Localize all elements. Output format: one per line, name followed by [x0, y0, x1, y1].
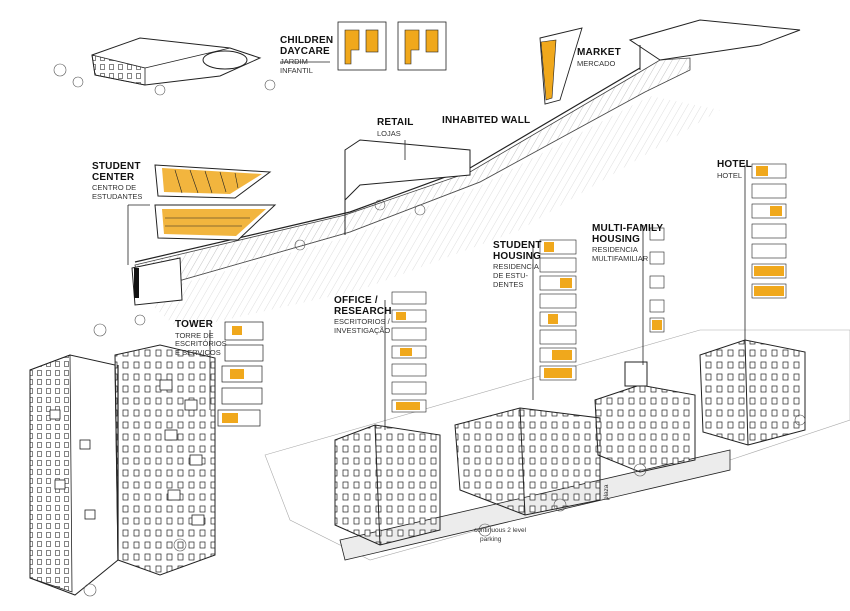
label-student-housing: STUDENT HOUSING RESIDENCIA DE ESTU- DENT… [493, 240, 542, 289]
student-housing-sub-2: DE ESTU- [493, 270, 529, 280]
daycare-building-drawing [91, 37, 262, 86]
daycare-plans [337, 21, 447, 71]
lower-buildings-drawing [264, 329, 850, 561]
multi-family-title-2: HOUSING [592, 233, 641, 245]
student-center-sub-1: CENTRO DE [92, 183, 137, 192]
leader-lines [127, 61, 746, 430]
student-housing-title-1: STUDENT [493, 240, 542, 251]
note-plaza: plaza [603, 484, 610, 500]
multi-family-sub-2: MULTIFAMILIAR [592, 253, 649, 263]
student-center-title-2: CENTER [92, 171, 135, 183]
tower-sub-3: E SERVIÇOS [175, 348, 221, 358]
label-student-center: STUDENT CENTER CENTRO DE ESTUDANTES [92, 161, 143, 201]
multi-family-sub-1: RESIDENCIA [592, 245, 638, 254]
daycare-sub-2: INFANTIL [280, 65, 313, 75]
student-center-title-1: STUDENT [92, 161, 141, 172]
hotel-title: HOTEL [717, 159, 752, 170]
label-office-research: OFFICE / RESEARCH ESCRITORIOS / INVESTIG… [334, 295, 392, 335]
note-parking-2: parking [480, 536, 502, 543]
office-plans [391, 291, 427, 413]
student-center-sub-2: ESTUDANTES [92, 191, 143, 201]
tower-drawing [29, 344, 216, 596]
label-children-daycare: CHILDREN DAYCARE JARDIM INFANTIL [280, 35, 334, 75]
office-sub-2: INVESTIGAÇÃO [334, 325, 391, 335]
market-sub: MERCADO [577, 58, 616, 68]
label-tower: TOWER TORRE DE ESCRITÓRIOS E SERVIÇOS [175, 319, 227, 358]
daycare-title-1: CHILDREN [280, 35, 334, 46]
tower-sub-2: ESCRITÓRIOS [175, 339, 227, 349]
hotel-plans [751, 163, 787, 299]
office-title-1: OFFICE / [334, 295, 378, 306]
trees [53, 63, 806, 597]
inhabited-wall-title: INHABITED WALL [442, 115, 531, 126]
inhabited-wall-drawing [131, 19, 801, 330]
label-multi-family: MULTI-FAMILY HOUSING RESIDENCIA MULTIFAM… [592, 223, 664, 263]
student-housing-sub-1: RESIDENCIA [493, 262, 539, 271]
tower-title: TOWER [175, 319, 214, 330]
tower-sub-1: TORRE DE [175, 330, 214, 340]
label-hotel: HOTEL HOTEL [717, 159, 752, 180]
label-retail: RETAIL LOJAS [377, 117, 414, 138]
market-plan [539, 27, 583, 105]
student-housing-sub-3: DENTES [493, 279, 524, 289]
student-center-plans [154, 164, 277, 241]
daycare-sub-1: JARDIM [280, 57, 308, 66]
office-title-2: RESEARCH [334, 305, 392, 317]
hotel-sub: HOTEL [717, 170, 743, 180]
retail-title: RETAIL [377, 117, 414, 128]
daycare-title-2: DAYCARE [280, 45, 330, 57]
student-housing-plans [539, 239, 577, 381]
market-title: MARKET [577, 47, 621, 58]
note-parking-1: continuous 2 level [474, 527, 527, 534]
multi-family-title-1: MULTI-FAMILY [592, 223, 664, 234]
label-inhabited-wall: INHABITED WALL [442, 115, 531, 127]
retail-sub: LOJAS [377, 128, 401, 138]
multifamily-plans [649, 227, 665, 333]
student-housing-title-2: HOUSING [493, 250, 542, 262]
label-market: MARKET MERCADO [577, 47, 621, 68]
office-sub-1: ESCRITORIOS / [334, 317, 390, 326]
tower-plans [217, 321, 264, 427]
